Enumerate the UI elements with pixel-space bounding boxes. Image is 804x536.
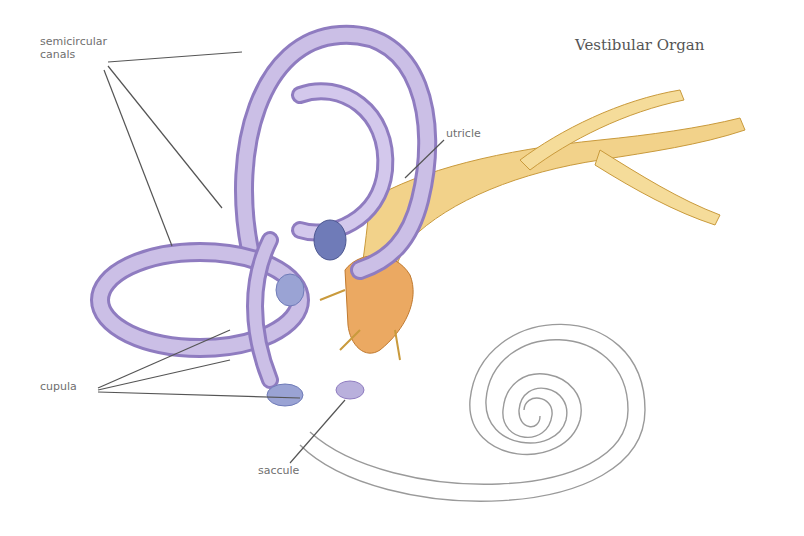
part-label: saccule [258,465,299,478]
cochlea [300,324,645,501]
part-label: utricle [446,128,481,141]
diagram-title: Vestibular Organ [575,36,704,54]
leader-lines [98,52,444,463]
part-label: cupula [40,381,77,394]
semicircular-canals-drawing [100,35,427,380]
ampullae-and-utricle [267,220,364,406]
part-label: semicircular canals [40,36,106,61]
